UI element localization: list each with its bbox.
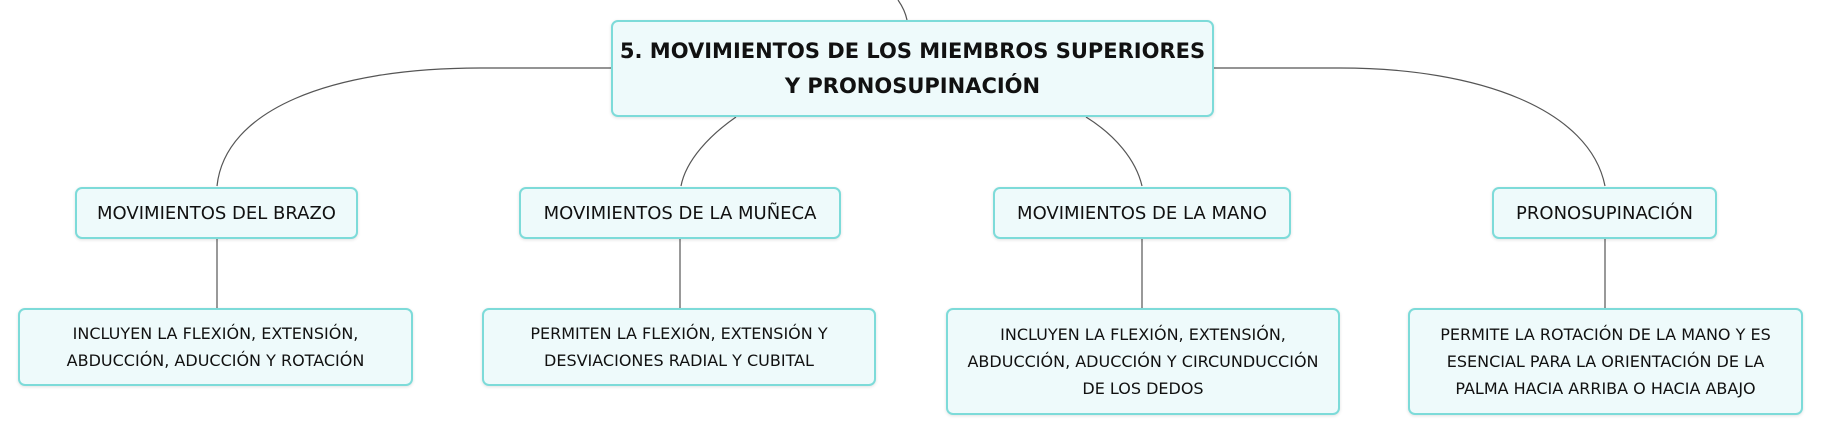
topic-label: MOVIMIENTOS DEL BRAZO xyxy=(97,202,336,224)
topic-movimientos-del-brazo[interactable]: MOVIMIENTOS DEL BRAZO xyxy=(75,187,358,239)
detail-movimientos-de-la-mano[interactable]: INCLUYEN LA FLEXIÓN, EXTENSIÓN, ABDUCCIÓ… xyxy=(946,308,1340,415)
connector-root-muneca xyxy=(680,116,737,187)
connector-root-mano xyxy=(1085,116,1143,187)
detail-movimientos-de-la-muneca[interactable]: PERMITEN LA FLEXIÓN, EXTENSIÓN Y DESVIAC… xyxy=(482,308,876,386)
topic-pronosupinacion[interactable]: PRONOSUPINACIÓN xyxy=(1492,187,1717,239)
topic-movimientos-de-la-mano[interactable]: MOVIMIENTOS DE LA MANO xyxy=(993,187,1291,239)
root-topic[interactable]: 5. MOVIMIENTOS DE LOS MIEMBROS SUPERIORE… xyxy=(611,20,1214,117)
detail-movimientos-del-brazo[interactable]: INCLUYEN LA FLEXIÓN, EXTENSIÓN, ABDUCCIÓ… xyxy=(18,308,413,386)
topic-label: MOVIMIENTOS DE LA MUÑECA xyxy=(543,202,817,224)
detail-text: PERMITE LA ROTACIÓN DE LA MANO Y ES ESEN… xyxy=(1440,325,1771,398)
detail-pronosupinacion[interactable]: PERMITE LA ROTACIÓN DE LA MANO Y ES ESEN… xyxy=(1408,308,1803,415)
connector-incoming xyxy=(897,0,908,21)
topic-label: MOVIMIENTOS DE LA MANO xyxy=(1017,202,1267,224)
connector-root-pronosupinacion xyxy=(1214,67,1606,187)
detail-text: INCLUYEN LA FLEXIÓN, EXTENSIÓN, ABDUCCIÓ… xyxy=(967,325,1319,398)
connector-root-brazo xyxy=(216,67,611,187)
topic-label: PRONOSUPINACIÓN xyxy=(1516,202,1693,224)
topic-movimientos-de-la-muneca[interactable]: MOVIMIENTOS DE LA MUÑECA xyxy=(519,187,841,239)
root-topic-label: 5. MOVIMIENTOS DE LOS MIEMBROS SUPERIORE… xyxy=(619,38,1206,98)
detail-text: INCLUYEN LA FLEXIÓN, EXTENSIÓN, ABDUCCIÓ… xyxy=(66,324,365,370)
detail-text: PERMITEN LA FLEXIÓN, EXTENSIÓN Y DESVIAC… xyxy=(530,324,828,370)
